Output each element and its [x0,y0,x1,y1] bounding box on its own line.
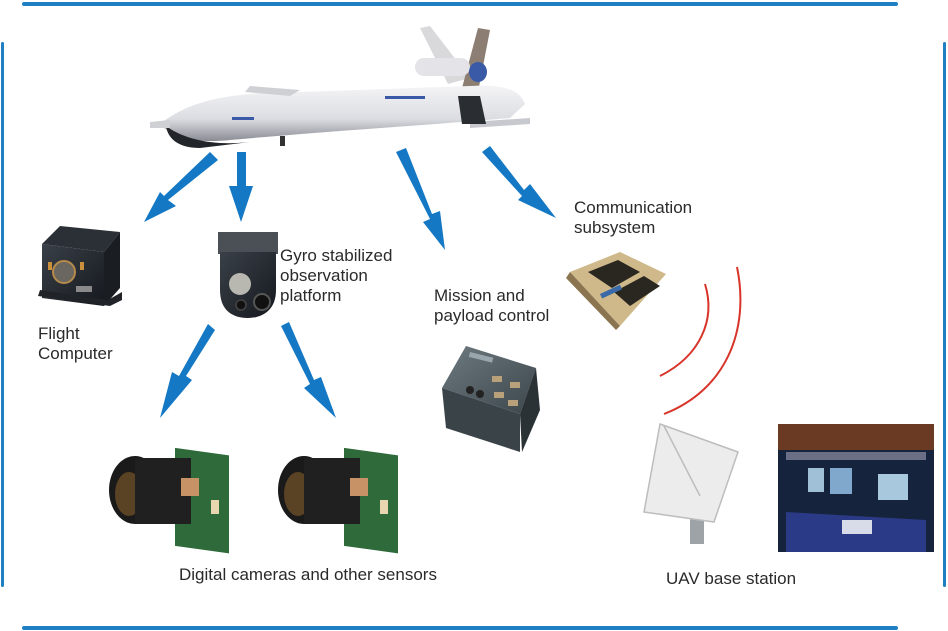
frame-right-border [943,42,946,587]
arrow-uav-to-mission-payload [396,148,445,250]
communication-label: Communication subsystem [574,198,693,237]
arrow-gyro-to-camera-right [281,322,336,418]
arrow-uav-to-flight-computer [144,152,218,222]
wireless-signal-icon [659,266,742,415]
camera-module-icon [109,447,229,554]
frame-left-border [1,42,4,587]
gyro-platform-label: Gyro stabilized observation platform [280,246,393,305]
arrows-group [144,146,556,418]
gyro-camera-turret-icon [218,232,278,318]
frame-top-border [22,2,898,6]
arrow-gyro-to-camera-left [160,324,215,418]
camera-module-icon [278,447,398,554]
frame-bottom-border [22,626,898,630]
mission-payload-label: Mission and payload control [434,286,550,325]
uav-aircraft-icon [150,26,530,148]
arrow-uav-to-communication [482,146,556,218]
communication-board-icon [566,252,666,330]
mission-control-box-icon [442,346,540,452]
satellite-dish-icon [643,422,739,544]
cameras-label: Digital cameras and other sensors [179,565,437,584]
control-room-icon [778,424,934,552]
base-station-label: UAV base station [666,569,797,588]
arrow-uav-to-gyro-platform [229,152,253,222]
flight-computer-icon [38,226,122,306]
flight-computer-label: Flight Computer [38,324,113,363]
